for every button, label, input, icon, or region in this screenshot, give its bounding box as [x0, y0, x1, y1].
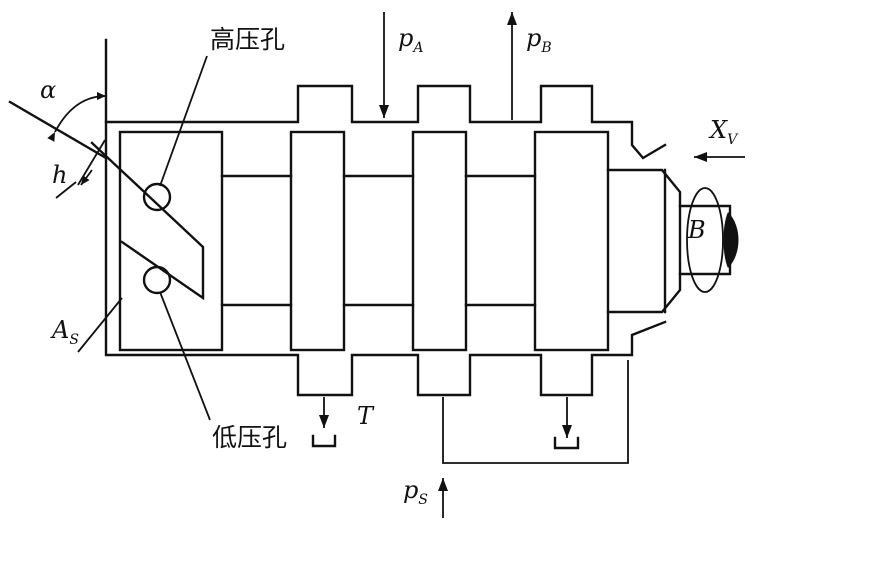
low-pressure-hole	[142, 265, 172, 295]
tank-left: T	[311, 397, 375, 448]
spool	[118, 130, 739, 352]
xv-label: XV	[708, 116, 739, 148]
valve-housing	[104, 38, 667, 397]
hole-callouts: 高压孔 低压孔	[159, 25, 287, 452]
port-pa: pA	[379, 12, 424, 118]
as-label: AS	[50, 316, 79, 348]
spool-land-2	[289, 130, 346, 352]
xv-indicator: XV B	[687, 116, 745, 244]
b-label: B	[687, 216, 706, 244]
as-indicator: AS	[50, 297, 123, 353]
shaft-end-mark	[723, 212, 739, 268]
low-pressure-hole-label: 低压孔	[212, 423, 287, 452]
tank-right	[553, 397, 580, 450]
port-ps: pS	[403, 360, 629, 518]
high-pressure-hole-label: 高压孔	[210, 25, 285, 54]
spool-land-3	[411, 130, 468, 352]
pb-label: pB	[526, 24, 552, 56]
spool-land-left	[118, 130, 224, 352]
alpha-indicator: α	[8, 76, 108, 160]
pa-label: pA	[398, 24, 424, 56]
rotation-ellipse	[686, 187, 724, 293]
t-label: T	[357, 402, 375, 430]
h-label: h	[52, 161, 67, 189]
ps-label: pS	[403, 476, 428, 508]
port-pb: pB	[507, 12, 552, 120]
h-indicator: h	[52, 139, 106, 199]
high-pressure-hole	[142, 182, 172, 212]
pressure-slot	[90, 141, 205, 301]
spool-land-4	[533, 130, 610, 352]
alpha-label: α	[40, 76, 56, 104]
